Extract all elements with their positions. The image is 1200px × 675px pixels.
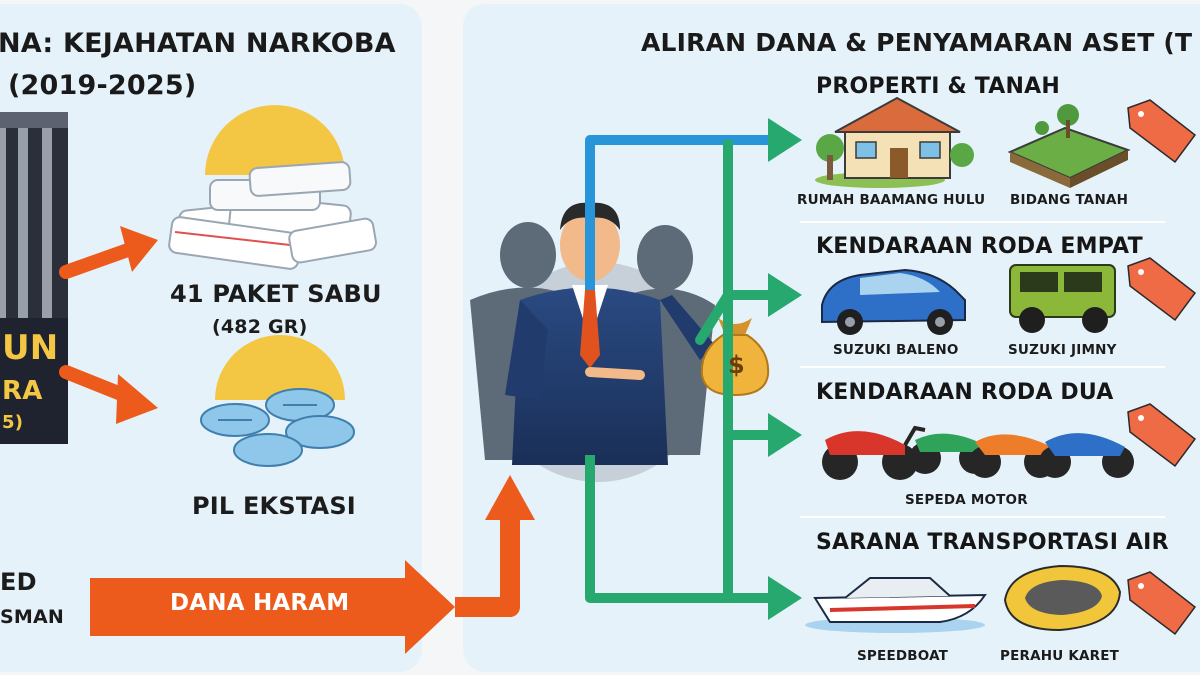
motorcycles-icon — [822, 425, 1134, 480]
prison-text-2: RA — [2, 376, 43, 406]
price-tag-icon — [1127, 99, 1197, 164]
price-tag-icon — [1127, 257, 1197, 322]
businessman-figure-icon — [470, 202, 715, 482]
bottom-text-line2: SMAN — [0, 606, 64, 628]
sabu-weight: (482 GR) — [212, 316, 308, 338]
row-divider — [800, 516, 1165, 518]
dana-haram-label: DANA HARAM — [170, 590, 350, 616]
price-tag-icon — [1127, 403, 1197, 468]
prison-bars-icon — [0, 112, 68, 444]
item-baleno: SUZUKI BALENO — [833, 342, 959, 358]
right-title: ALIRAN DANA & PENYAMARAN ASET (T — [641, 28, 1193, 57]
arrow-to-ekstasi-icon — [59, 365, 158, 424]
rubber-boat-icon — [1003, 564, 1122, 632]
car-baleno-icon — [821, 268, 966, 335]
land-plot-icon — [1007, 104, 1131, 188]
money-symbol: $ — [728, 351, 745, 379]
sabu-label: 41 PAKET SABU — [170, 280, 382, 308]
ekstasi-pills-icon — [200, 335, 355, 467]
category-roda-empat: KENDARAAN RODA EMPAT — [816, 234, 1143, 259]
prison-text-1: UN — [2, 328, 59, 368]
item-bidang-tanah: BIDANG TANAH — [1010, 192, 1129, 208]
item-perahu-karet: PERAHU KARET — [1000, 648, 1120, 664]
speedboat-icon — [805, 577, 987, 633]
sabu-packets-icon — [168, 105, 378, 270]
car-jimny-icon — [1009, 264, 1116, 333]
distribution-arrows-icon — [585, 118, 802, 620]
item-speedboat: SPEEDBOAT — [857, 648, 949, 664]
dana-haram-arrow-icon — [90, 475, 535, 654]
category-transportasi-air: SARANA TRANSPORTASI AIR — [816, 530, 1169, 555]
category-roda-dua: KENDARAAN RODA DUA — [816, 380, 1114, 405]
row-divider — [800, 221, 1165, 223]
ekstasi-label: PIL EKSTASI — [192, 492, 356, 520]
row-divider — [800, 366, 1165, 368]
house-icon — [815, 96, 974, 188]
item-jimny: SUZUKI JIMNY — [1008, 342, 1117, 358]
left-panel — [0, 4, 422, 672]
arrow-to-sabu-icon — [59, 226, 158, 279]
left-title-line1: NA: KEJAHATAN NARKOBA — [0, 28, 396, 59]
category-properti: PROPERTI & TANAH — [816, 74, 1060, 99]
item-rumah: RUMAH BAAMANG HULU — [797, 192, 986, 208]
item-sepeda-motor: SEPEDA MOTOR — [905, 492, 1028, 508]
price-tag-icon — [1127, 571, 1197, 636]
bottom-text-line1: ED — [0, 568, 37, 596]
prison-text-3: 5) — [2, 412, 24, 433]
left-title-line2: (2019-2025) — [8, 70, 197, 101]
